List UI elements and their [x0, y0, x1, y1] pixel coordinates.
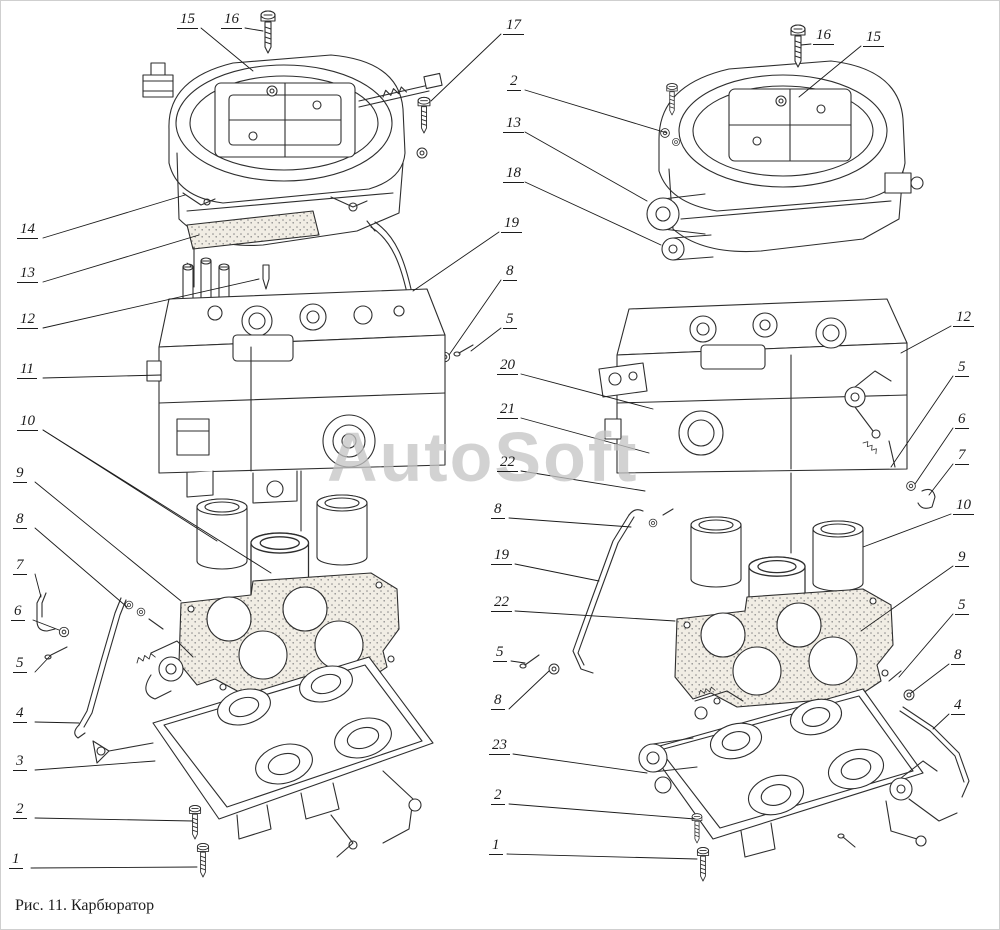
callout-7: 7 [955, 447, 969, 465]
main-body-left-drawing [146, 257, 446, 532]
callout-2: 2 [13, 801, 27, 819]
callout-12: 12 [17, 311, 38, 329]
callout-13: 13 [17, 265, 38, 283]
callout-5: 5 [13, 655, 27, 673]
airhorn-left-drawing [142, 10, 443, 290]
callout-5: 5 [493, 644, 507, 662]
callout-6: 6 [11, 603, 25, 621]
figure-caption: Рис. 11. Карбюратор [15, 897, 155, 914]
callout-8: 8 [13, 511, 27, 529]
callout-22: 22 [497, 454, 518, 472]
callout-8: 8 [491, 692, 505, 710]
callout-9: 9 [955, 549, 969, 567]
callout-2: 2 [507, 73, 521, 91]
airhorn-right-drawing [646, 24, 924, 261]
callout-10: 10 [17, 413, 38, 431]
callout-4: 4 [951, 697, 965, 715]
callout-16: 16 [813, 27, 834, 45]
callout-5: 5 [503, 311, 517, 329]
callout-18: 18 [503, 165, 524, 183]
linkage-parts-right-drawing [519, 508, 970, 798]
callout-11: 11 [17, 361, 37, 379]
callout-22: 22 [491, 594, 512, 612]
callout-leader-lines [30, 27, 954, 869]
callout-17: 17 [503, 17, 524, 35]
callout-5: 5 [955, 359, 969, 377]
callout-3: 3 [13, 753, 27, 771]
callout-19: 19 [501, 215, 522, 233]
callout-21: 21 [497, 401, 518, 419]
callout-20: 20 [497, 357, 518, 375]
gasket-left-drawing [178, 572, 400, 694]
callout-1: 1 [489, 837, 503, 855]
callout-16: 16 [221, 11, 242, 29]
callout-13: 13 [503, 115, 524, 133]
gasket-right-drawing [674, 588, 894, 708]
callout-12: 12 [953, 309, 974, 327]
throttle-body-left-drawing [92, 640, 434, 878]
callout-8: 8 [503, 263, 517, 281]
callout-15: 15 [177, 11, 198, 29]
linkage-parts-left-drawing [36, 592, 164, 739]
callout-14: 14 [17, 221, 38, 239]
callout-19: 19 [491, 547, 512, 565]
callout-2: 2 [491, 787, 505, 805]
callout-9: 9 [13, 465, 27, 483]
callout-6: 6 [955, 411, 969, 429]
callout-8: 8 [491, 501, 505, 519]
callout-8: 8 [951, 647, 965, 665]
callout-10: 10 [953, 497, 974, 515]
callout-23: 23 [489, 737, 510, 755]
callout-5: 5 [955, 597, 969, 615]
callout-7: 7 [13, 557, 27, 575]
callout-1: 1 [9, 851, 23, 869]
callout-4: 4 [13, 705, 27, 723]
main-body-right-drawing [598, 298, 936, 554]
throttle-body-right-drawing [638, 685, 958, 882]
callout-15: 15 [863, 29, 884, 47]
